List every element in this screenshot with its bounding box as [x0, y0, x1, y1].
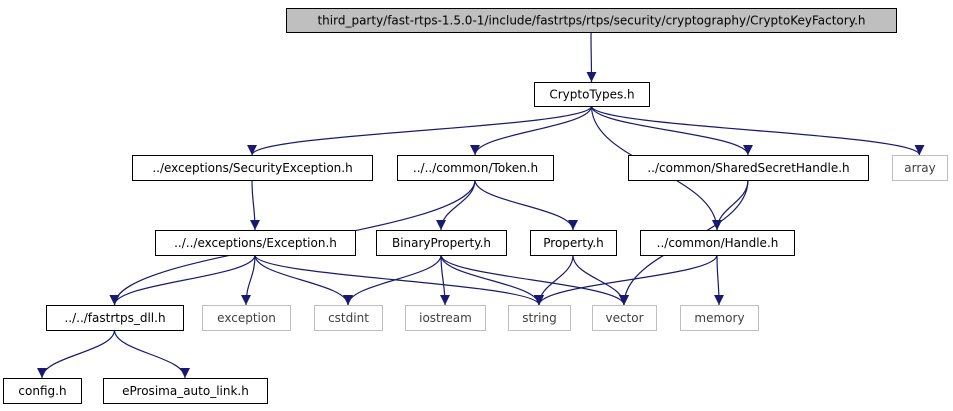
node-cstdint: cstdint: [314, 305, 383, 331]
node-label-exception: exception: [217, 311, 276, 325]
edge-secexc-to-exception_h: [249, 179, 260, 231]
node-exception: exception: [202, 305, 291, 331]
node-label-dll: ../../fastrtps_dll.h: [64, 311, 165, 325]
node-label-vector: vector: [605, 311, 643, 325]
node-binprop[interactable]: BinaryProperty.h: [376, 230, 507, 256]
edge-cryptotypes-to-array: [590, 105, 925, 156]
edge-prop-to-vector: [572, 254, 629, 306]
node-label-exception_h: ../../exceptions/Exception.h: [174, 236, 337, 250]
edge-binprop-to-vector: [440, 254, 629, 306]
node-vector: vector: [592, 305, 657, 331]
node-label-iostream: iostream: [419, 311, 472, 325]
edge-cryptotypes-to-secexc: [247, 105, 593, 156]
node-box-exception: [202, 305, 291, 331]
edge-root-to-cryptotypes: [586, 31, 597, 83]
node-box-secexc: [132, 155, 373, 181]
node-token[interactable]: ../../common/Token.h: [397, 155, 554, 181]
node-string: string: [508, 305, 571, 331]
node-label-prop: Property.h: [543, 236, 604, 250]
edge-handle-to-string: [534, 254, 718, 306]
edge-cryptotypes-to-sshandle: [590, 105, 753, 156]
node-box-cryptotypes: [534, 82, 650, 107]
edge-dll-to-autolink: [113, 329, 190, 379]
node-label-secexc: ../exceptions/SecurityException.h: [152, 161, 352, 175]
edge-binprop-to-cstdint: [343, 254, 442, 306]
edge-handle-to-memory: [713, 254, 724, 306]
node-label-config: config.h: [18, 384, 66, 398]
node-dll[interactable]: ../../fastrtps_dll.h: [46, 305, 184, 331]
node-box-root: [286, 8, 897, 33]
node-label-cryptotypes: CryptoTypes.h: [549, 88, 634, 102]
node-label-autolink: eProsima_auto_link.h: [122, 384, 249, 398]
node-box-iostream: [405, 305, 486, 331]
node-box-token: [397, 155, 554, 181]
edge-cryptotypes-to-token: [470, 105, 593, 156]
node-box-sshandle: [628, 155, 869, 181]
edges-layer: [37, 31, 925, 379]
node-memory: memory: [680, 305, 759, 331]
node-exception_h[interactable]: ../../exceptions/Exception.h: [155, 230, 356, 256]
edge-exception_h-to-dll: [109, 254, 256, 306]
edge-binprop-to-string: [440, 254, 544, 306]
node-root[interactable]: third_party/fast-rtps-1.5.0-1/include/fa…: [286, 8, 897, 33]
node-secexc[interactable]: ../exceptions/SecurityException.h: [132, 155, 373, 181]
edge-sshandle-to-handle: [712, 179, 749, 231]
node-box-memory: [680, 305, 759, 331]
node-box-autolink: [103, 378, 268, 404]
node-label-binprop: BinaryProperty.h: [392, 236, 491, 250]
node-box-array: [892, 155, 948, 181]
node-iostream: iostream: [405, 305, 486, 331]
edge-exception_h-to-exception: [241, 254, 256, 306]
node-box-binprop: [376, 230, 507, 256]
edge-token-to-prop: [474, 179, 578, 231]
node-box-prop: [530, 230, 617, 256]
node-cryptotypes[interactable]: CryptoTypes.h: [534, 82, 650, 107]
nodes-layer: third_party/fast-rtps-1.5.0-1/include/fa…: [3, 8, 948, 404]
edge-prop-to-string: [534, 254, 574, 306]
node-label-handle: ../common/Handle.h: [657, 236, 779, 250]
node-box-config: [3, 378, 82, 404]
node-label-memory: memory: [694, 311, 744, 325]
node-config[interactable]: config.h: [3, 378, 82, 404]
edge-exception_h-to-string: [254, 254, 544, 306]
node-prop[interactable]: Property.h: [530, 230, 617, 256]
node-label-string: string: [522, 311, 556, 325]
node-autolink[interactable]: eProsima_auto_link.h: [103, 378, 268, 404]
node-label-token: ../../common/Token.h: [413, 161, 538, 175]
node-box-vector: [592, 305, 657, 331]
node-box-exception_h: [155, 230, 356, 256]
edge-exception_h-to-cstdint: [254, 254, 353, 306]
node-sshandle[interactable]: ../common/SharedSecretHandle.h: [628, 155, 869, 181]
node-label-array: array: [904, 161, 935, 175]
node-label-cstdint: cstdint: [328, 311, 369, 325]
node-box-handle: [640, 230, 795, 256]
node-box-cstdint: [314, 305, 383, 331]
node-box-dll: [46, 305, 184, 331]
node-label-root: third_party/fast-rtps-1.5.0-1/include/fa…: [317, 14, 865, 28]
node-label-sshandle: ../common/SharedSecretHandle.h: [647, 161, 849, 175]
node-box-string: [508, 305, 571, 331]
edge-binprop-to-iostream: [439, 254, 450, 306]
node-array: array: [892, 155, 948, 181]
edge-token-to-binprop: [436, 179, 476, 231]
edge-dll-to-config: [37, 329, 116, 379]
node-handle[interactable]: ../common/Handle.h: [640, 230, 795, 256]
